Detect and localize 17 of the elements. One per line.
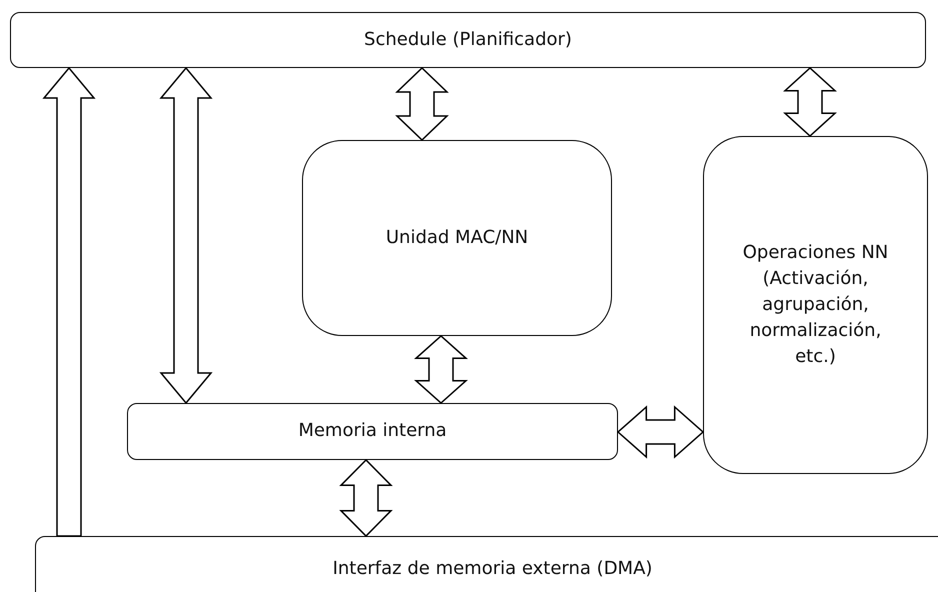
block-arrow — [339, 458, 393, 538]
block-arrow — [414, 335, 468, 404]
block-arrow — [42, 66, 96, 537]
box-label: Operaciones NN (Activación, agrupación, normalización, etc.) — [742, 240, 890, 370]
process-box — [35, 536, 938, 592]
box-label: Unidad MAC/NN — [386, 226, 528, 250]
process-box — [10, 12, 926, 68]
box-label: Memoria interna — [298, 419, 447, 444]
process-box — [703, 136, 928, 474]
box-label: Interfaz de memoria externa (DMA) — [332, 556, 652, 581]
block-arrow — [395, 66, 449, 142]
block-arrow — [159, 66, 213, 404]
block-arrow — [783, 66, 837, 138]
box-label: Schedule (Planificador) — [364, 28, 572, 52]
process-box — [302, 140, 612, 336]
block-arrow — [616, 405, 704, 459]
process-box — [127, 403, 618, 460]
